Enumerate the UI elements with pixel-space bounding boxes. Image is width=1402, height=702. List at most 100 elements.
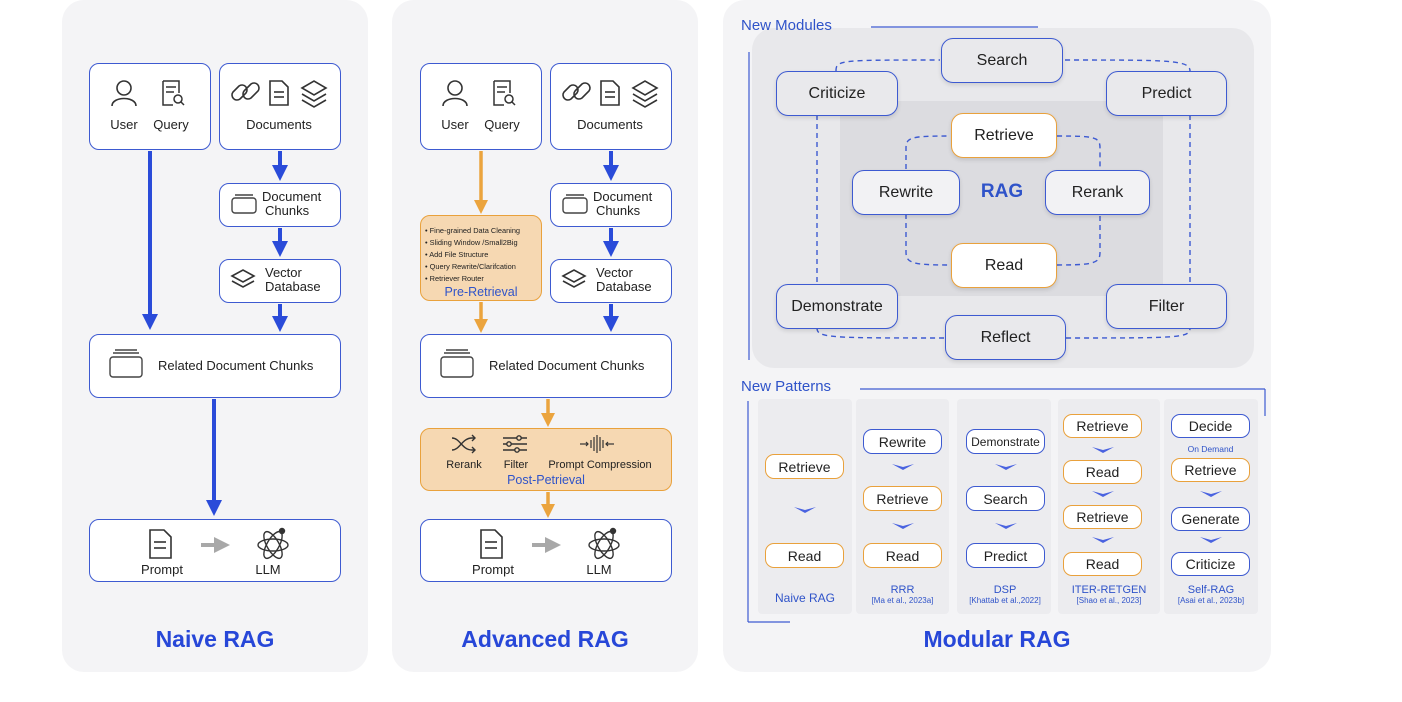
chevron-down-icon [1092, 491, 1114, 497]
adv-related-label: Related Document Chunks [489, 358, 645, 373]
iter-caption: ITER-RETGEN [Shao et al., 2023] [1058, 584, 1160, 606]
rrr-caption: RRR [Ma et al., 2023a] [856, 584, 949, 606]
modular-frame-lines [747, 26, 1266, 623]
adv-user-label: User [441, 117, 469, 132]
dsp-predict: Predict [966, 543, 1045, 568]
adv-llm-label: LLM [586, 562, 612, 577]
naive-llm-label: LLM [255, 562, 281, 577]
chevron-down-icon [1092, 537, 1114, 543]
rrr-retrieve: Retrieve [863, 486, 942, 511]
module-criticize: Criticize [776, 71, 898, 116]
chevron-down-icon [1092, 447, 1114, 453]
llm-atom-icon [257, 527, 620, 560]
adv-pre-retrieval-list: • Fine-grained Data Cleaning • Sliding W… [425, 225, 540, 285]
naive-vector-label-2: Database [265, 279, 321, 294]
adv-vector-label-1: Vector [596, 265, 633, 280]
shuffle-icon [451, 434, 476, 454]
compression-icon [580, 435, 614, 453]
pre-item: • Sliding Window /Small2Big [425, 238, 518, 247]
selfrag-retrieve: Retrieve [1171, 458, 1250, 482]
adv-vector-database-box [550, 259, 672, 303]
adv-documents-box [550, 63, 672, 150]
adv-filter-label: Filter [503, 459, 529, 471]
modules-dashed-lines [816, 59, 1191, 339]
adv-query-label: Query [484, 117, 520, 132]
naive-vector-database-box [219, 259, 341, 303]
pre-item: • Fine-grained Data Cleaning [425, 226, 521, 235]
link-icon [231, 82, 591, 101]
new-patterns-label: New Patterns [741, 378, 832, 395]
rrr-read: Read [863, 543, 942, 568]
adv-doc-chunks-label-1: Document [593, 189, 653, 204]
rrr-rewrite: Rewrite [863, 429, 942, 454]
module-retrieve: Retrieve [951, 113, 1057, 158]
adv-vector-label-2: Database [596, 279, 652, 294]
adv-documents-label: Documents [577, 117, 643, 132]
naive-pattern-retrieve: Retrieve [765, 454, 844, 479]
module-rewrite: Rewrite [852, 170, 960, 215]
selfrag-on-demand: On Demand [1187, 444, 1234, 454]
pre-item: • Retriever Router [425, 274, 484, 283]
iter-retrieve-1: Retrieve [1063, 414, 1142, 438]
prompt-icon [149, 529, 503, 559]
naive-vector-label-1: Vector [265, 265, 302, 280]
chevron-down-icon [1200, 537, 1222, 543]
module-rerank: Rerank [1045, 170, 1150, 215]
query-icon [162, 80, 516, 106]
module-reflect: Reflect [945, 315, 1066, 360]
selfrag-criticize: Criticize [1171, 552, 1250, 576]
layers-icon [230, 80, 659, 288]
adv-prompt-label: Prompt [472, 562, 514, 577]
advanced-arrows [474, 151, 619, 553]
iter-name: ITER-RETGEN [1071, 584, 1147, 596]
document-icon [269, 80, 620, 106]
selfrag-caption: Self-RAG [Asai et al., 2023b] [1164, 584, 1258, 606]
selfrag-decide: Decide [1171, 414, 1250, 438]
pre-item: • Add File Structure [425, 250, 489, 259]
naive-user-query-box [89, 63, 211, 150]
dsp-search: Search [966, 486, 1045, 511]
naive-pattern-name: Naive RAG [774, 591, 836, 605]
naive-arrows [142, 151, 288, 553]
adv-related-chunks-box [420, 334, 672, 398]
adv-doc-chunks-label-2: Chunks [596, 203, 641, 218]
naive-document-chunks-box [219, 183, 341, 227]
selfrag-cite: [Asai et al., 2023b] [1177, 596, 1245, 605]
adv-post-retrieval-box [420, 428, 672, 491]
pattern-column-naive [758, 399, 852, 614]
adv-document-chunks-box [550, 183, 672, 227]
adv-pre-retrieval-title: Pre-Retrieval [444, 285, 518, 299]
dsp-cite: [Khattab et al.,2022] [969, 596, 1041, 605]
chevron-down-icon [794, 507, 816, 513]
adv-user-query-box [420, 63, 542, 150]
module-demonstrate: Demonstrate [776, 284, 898, 329]
module-rag-center: RAG [980, 181, 1024, 202]
naive-user-label: User [110, 117, 138, 132]
user-icon [111, 80, 468, 107]
selfrag-generate: Generate [1171, 507, 1250, 531]
naive-query-label: Query [153, 117, 189, 132]
adv-rerank-label: Rerank [446, 459, 482, 471]
adv-post-retrieval-title: Post-Petrieval [507, 473, 585, 487]
naive-documents-label: Documents [246, 117, 312, 132]
chevron-down-icon [892, 464, 914, 470]
dsp-name: DSP [993, 584, 1017, 596]
folder-icon [109, 194, 588, 378]
iter-retrieve-2: Retrieve [1063, 505, 1142, 529]
selfrag-name: Self-RAG [1187, 584, 1235, 596]
naive-rag-title: Naive RAG [155, 626, 275, 652]
iter-cite: [Shao et al., 2023] [1076, 596, 1142, 605]
iter-read-1: Read [1063, 460, 1142, 484]
module-filter: Filter [1106, 284, 1227, 329]
naive-related-label: Related Document Chunks [158, 358, 314, 373]
rrr-name: RRR [890, 584, 915, 596]
module-search: Search [941, 38, 1063, 83]
chevron-down-icon [892, 523, 914, 529]
chevron-down-icon [1200, 491, 1222, 497]
pre-item: • Query Rewrite/Clarifcation [425, 262, 516, 271]
modular-rag-title: Modular RAG [923, 626, 1071, 652]
dsp-caption: DSP [Khattab et al.,2022] [955, 584, 1055, 606]
filter-sliders-icon [503, 435, 527, 453]
module-read: Read [951, 243, 1057, 288]
